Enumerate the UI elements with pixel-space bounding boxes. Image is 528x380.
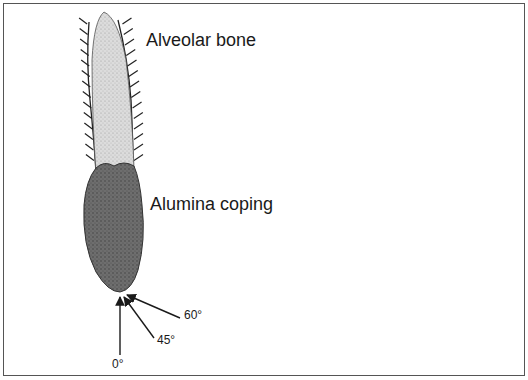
angle-label: 60° bbox=[184, 309, 202, 322]
frame bbox=[4, 4, 525, 376]
load-arrow-60 bbox=[127, 295, 180, 318]
alumina-coping bbox=[84, 163, 144, 292]
part-label: Alveolar bone bbox=[146, 31, 256, 51]
tooth-root bbox=[92, 12, 134, 172]
angle-label: 0° bbox=[112, 358, 123, 371]
load-arrow-45 bbox=[124, 297, 154, 338]
load-arrow-0 bbox=[119, 297, 120, 355]
angle-label: 45° bbox=[157, 334, 175, 347]
part-label: Alumina coping bbox=[150, 195, 273, 215]
